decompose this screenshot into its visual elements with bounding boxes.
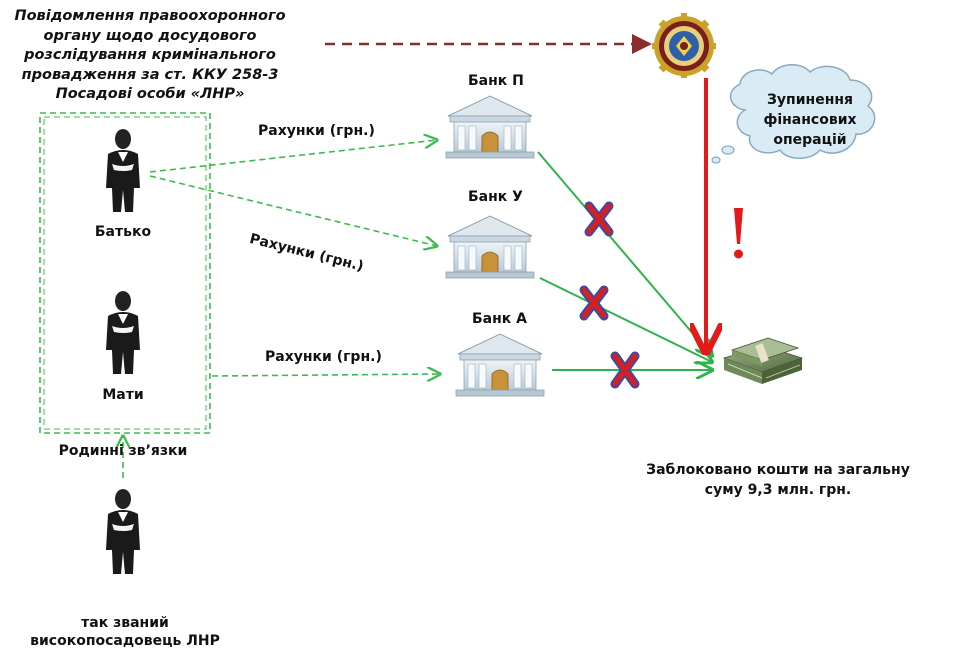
family-relation-label: Родинні зв’язки — [58, 443, 188, 459]
official-label-line: високопосадовець ЛНР — [30, 633, 220, 649]
result-line: суму 9,3 млн. грн. — [704, 482, 852, 498]
result-line: Заблоковано кошти на загальну — [646, 462, 910, 478]
official-label-line: так званий — [81, 615, 169, 631]
official-person-icon — [106, 489, 140, 574]
notice-line: Посадові особи «ЛНР» — [55, 86, 245, 102]
bank-u-building-icon — [445, 215, 535, 279]
bank-a-building-icon — [455, 333, 545, 397]
blocked-funds-text: Заблоковано кошти на загальну суму 9,3 м… — [628, 460, 928, 500]
stop-operations-cloud — [711, 64, 876, 164]
blocked-x-icon-bank-u — [579, 285, 609, 321]
mother-to-bank-a-arrow — [211, 374, 440, 376]
bank-p-building-icon — [445, 95, 535, 159]
mother-person-icon — [106, 291, 140, 374]
family-group-box — [39, 112, 211, 434]
alert-exclamation-icon — [734, 208, 743, 259]
notice-line: розслідування кримінального — [24, 47, 276, 63]
blocked-x-icon-bank-p — [584, 201, 614, 237]
official-label: так званий високопосадовець ЛНР — [20, 614, 230, 650]
bank-u-to-money-arrow — [539, 277, 712, 362]
accounts-label-bank-p: Рахунки (грн.) — [258, 123, 375, 139]
family-group-inner-box — [43, 116, 207, 430]
money-stack-icon — [722, 337, 804, 384]
father-to-bank-p-arrow — [149, 140, 437, 173]
father-person-icon — [106, 129, 140, 212]
father-label: Батько — [94, 224, 152, 240]
bank-p-label: Банк П — [468, 73, 524, 89]
mother-label: Мати — [102, 387, 144, 403]
cloud-line: Зупинення — [766, 92, 854, 108]
accounts-label-bank-a: Рахунки (грн.) — [265, 349, 382, 365]
emblem-seal-icon — [652, 13, 716, 78]
bank-u-label: Банк У — [468, 189, 523, 205]
bank-p-to-money-arrow — [537, 151, 712, 356]
blocked-x-icon-bank-a — [610, 351, 640, 389]
notice-line: Повідомлення правоохоронного — [14, 8, 286, 24]
notice-line: провадження за ст. ККУ 258-3 — [21, 66, 279, 83]
notice-line: органу щодо досудового — [43, 27, 257, 44]
stop-operations-text: Зупинення фінансових операцій — [760, 90, 860, 150]
cloud-line: операцій — [773, 132, 847, 148]
bank-a-label: Банк А — [472, 311, 528, 327]
cloud-line: фінансових — [763, 112, 857, 128]
law-enforcement-notice-text: Повідомлення правоохоронного органу щодо… — [0, 7, 300, 105]
father-to-bank-u-arrow — [149, 175, 437, 246]
